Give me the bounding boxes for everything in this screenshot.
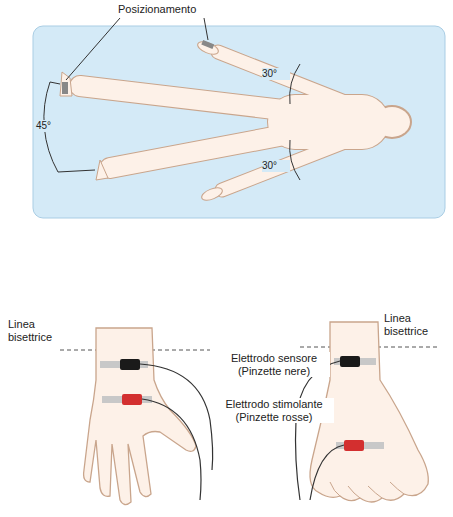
wire bbox=[140, 361, 344, 500]
black-clip bbox=[120, 359, 140, 370]
electrode-label: Elettrodo stimolante (Pinzette rosse) bbox=[214, 398, 334, 423]
red-clip bbox=[344, 440, 364, 451]
angle-arcs bbox=[44, 64, 300, 180]
leader-line bbox=[66, 18, 208, 80]
bisector-label: Linea bisettrice bbox=[384, 312, 446, 337]
angle-label: 30° bbox=[262, 68, 290, 80]
black-clip bbox=[340, 356, 360, 367]
angle-label: 45° bbox=[36, 120, 66, 132]
electrode bbox=[62, 82, 68, 94]
body-outline bbox=[80, 52, 411, 190]
callout-label: Posizionamento bbox=[118, 3, 238, 16]
extremities bbox=[60, 39, 224, 203]
bed-panel bbox=[33, 26, 445, 218]
body-fill bbox=[80, 52, 410, 190]
red-clip bbox=[122, 394, 142, 405]
electrode bbox=[201, 40, 214, 49]
electrode-label: Elettrodo sensore (Pinzette nere) bbox=[218, 352, 330, 377]
toe-lines bbox=[330, 482, 404, 498]
angle-label: 30° bbox=[262, 160, 290, 172]
bisector-label: Linea bisettrice bbox=[8, 318, 68, 343]
